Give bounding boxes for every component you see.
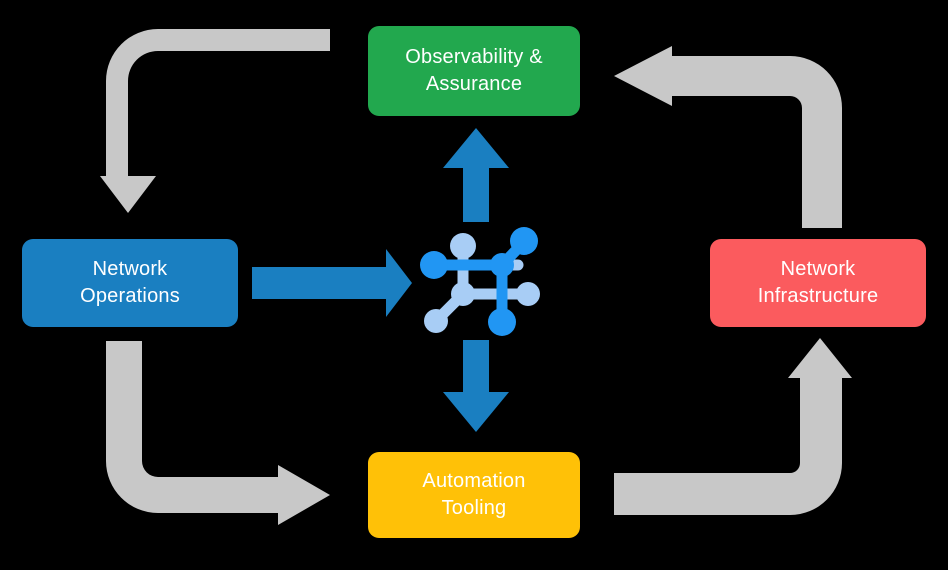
arrow-automation-to-infrastructure <box>614 338 852 515</box>
arrow-center-to-observability <box>443 128 509 222</box>
node-label-observability: Observability & Assurance <box>405 46 543 95</box>
node-label-automation: Automation Tooling <box>422 470 526 519</box>
node-observability-assurance[interactable]: Observability & Assurance <box>368 26 580 116</box>
arrow-center-to-automation <box>443 340 509 432</box>
network-topology-icon <box>420 227 540 336</box>
arrow-infrastructure-to-observability <box>614 46 842 228</box>
arrow-operations-to-automation <box>106 341 330 525</box>
arrow-operations-to-center <box>252 249 412 317</box>
node-label-operations: Network Operations <box>80 258 180 307</box>
topology-strong-nodes <box>420 227 538 336</box>
arrow-observability-to-operations <box>100 29 330 213</box>
topology-light-nodes <box>424 233 540 333</box>
node-label-infrastructure: Network Infrastructure <box>757 258 879 307</box>
node-automation-tooling[interactable]: Automation Tooling <box>368 452 580 538</box>
node-network-infrastructure[interactable]: Network Infrastructure <box>710 239 926 327</box>
node-network-operations[interactable]: Network Operations <box>22 239 238 327</box>
